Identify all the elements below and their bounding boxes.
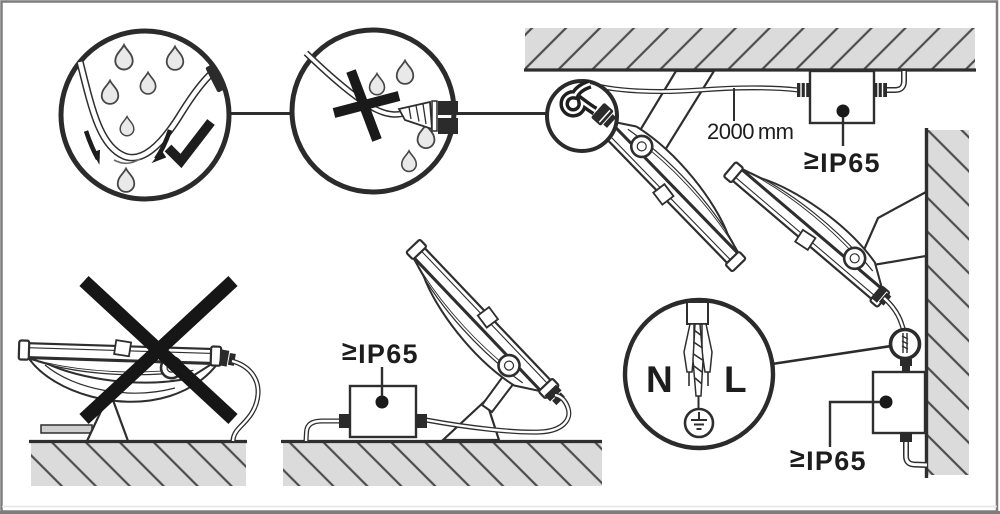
svg-text:2000 mm: 2000 mm: [707, 119, 794, 144]
svg-text:L: L: [724, 359, 747, 400]
svg-text:≥IP65: ≥IP65: [790, 443, 867, 476]
svg-text:N: N: [646, 359, 673, 400]
svg-text:≥IP65: ≥IP65: [342, 336, 419, 369]
svg-text:≥IP65: ≥IP65: [804, 145, 881, 178]
